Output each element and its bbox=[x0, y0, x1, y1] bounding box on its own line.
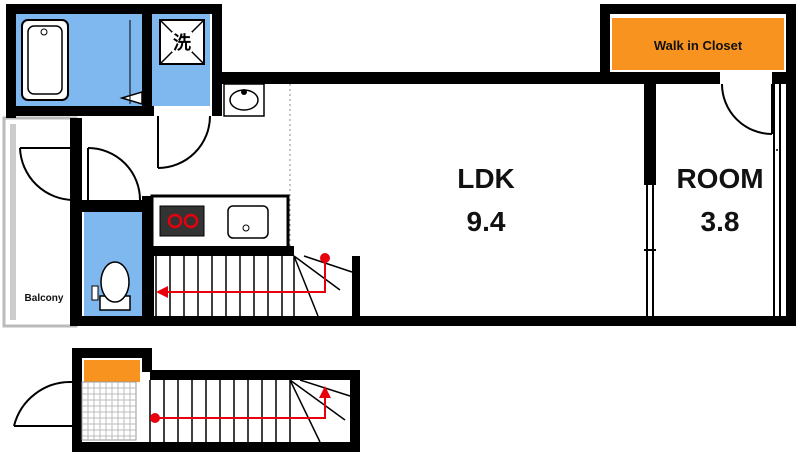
lower-closet bbox=[84, 360, 140, 382]
bath-corridor bbox=[74, 14, 146, 106]
room-size: 3.8 bbox=[701, 206, 740, 237]
balcony-label: Balcony bbox=[25, 293, 64, 304]
closet-door bbox=[721, 83, 773, 135]
ldk-label: LDK bbox=[457, 163, 515, 194]
stove bbox=[159, 205, 205, 237]
staircase-lower bbox=[149, 379, 351, 443]
lower-stair-arrow bbox=[150, 386, 331, 423]
entry-door bbox=[19, 147, 75, 201]
kitchen-sink bbox=[227, 205, 269, 239]
staircase-upper bbox=[155, 255, 353, 317]
washroom-door bbox=[157, 115, 211, 169]
lower-floor bbox=[13, 348, 360, 452]
laundry-symbol: 洗 bbox=[173, 32, 191, 54]
room-label: ROOM bbox=[676, 163, 763, 194]
ldk-size: 9.4 bbox=[467, 206, 506, 237]
room-partition bbox=[644, 84, 781, 316]
closet-label: Walk in Closet bbox=[654, 38, 743, 53]
tiled-entry bbox=[81, 381, 137, 441]
hand-sink bbox=[223, 83, 265, 117]
stair-direction-arrow bbox=[156, 253, 330, 298]
washing-machine: 洗 bbox=[159, 19, 205, 65]
inner-door bbox=[87, 147, 141, 201]
walk-in-closet bbox=[612, 18, 784, 70]
front-door bbox=[13, 380, 73, 427]
toilet bbox=[91, 261, 131, 311]
